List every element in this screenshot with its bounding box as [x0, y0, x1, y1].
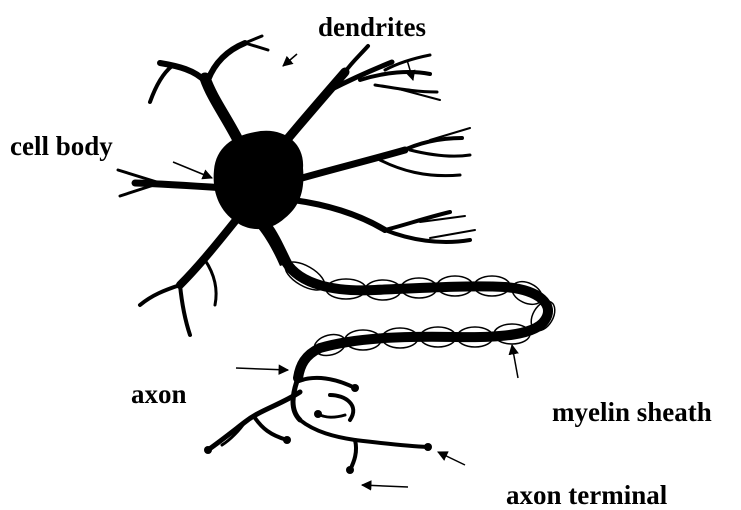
arrow-myelin-sheath [512, 345, 518, 378]
label-dendrites: dendrites [318, 14, 426, 41]
arrow-axon-terminal-upper [438, 452, 465, 465]
arrow-cell-body [173, 162, 212, 178]
arrow-dendrites-left [283, 54, 297, 66]
label-cell-body: cell body [10, 133, 113, 160]
axon-terminals [208, 378, 428, 470]
label-axon: axon [131, 381, 187, 408]
axon-shaft [286, 262, 548, 378]
arrow-axon-terminal-lower [362, 485, 408, 487]
cell-body [214, 131, 304, 229]
label-axon-terminal: axon terminal [506, 482, 667, 509]
label-myelin-sheath: myelin sheath [552, 399, 712, 426]
arrow-axon [236, 368, 288, 370]
